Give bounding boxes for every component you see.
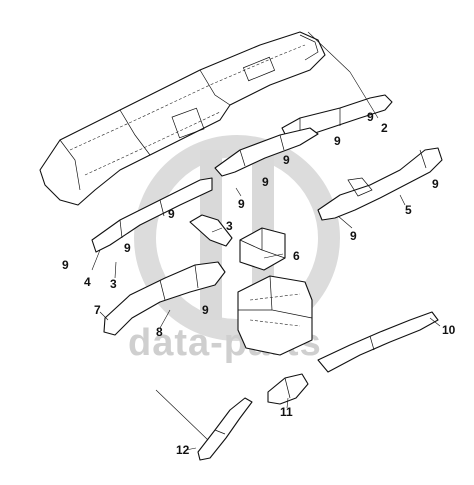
callout-9-left-inner: 9 (124, 241, 131, 255)
part-8-duct (103, 261, 226, 336)
part-6-block (239, 227, 286, 271)
callout-2: 2 (381, 121, 388, 135)
leader-lines (91, 31, 441, 451)
part-3-bracket (189, 214, 233, 247)
callout-6: 6 (293, 249, 300, 263)
callout-9-left-mid: 9 (168, 207, 175, 221)
instrument-panel (39, 31, 326, 206)
callout-9-top-right: 9 (367, 110, 374, 124)
callout-8: 8 (156, 325, 163, 339)
callout-9-lower-left: 9 (202, 303, 209, 317)
part-5-duct (317, 147, 443, 221)
callout-5: 5 (405, 203, 412, 217)
callout-9-right: 9 (432, 177, 439, 191)
callout-10: 10 (442, 323, 456, 337)
hvac-module (237, 275, 313, 356)
callout-9-center-right: 9 (334, 134, 341, 148)
callout-9-left: 9 (62, 258, 69, 272)
part-12-duct (197, 397, 253, 461)
callout-9-lower-right: 9 (350, 229, 357, 243)
callout-4: 4 (84, 275, 91, 289)
callout-9-center-lower: 9 (238, 197, 245, 211)
part-10-duct (317, 311, 439, 373)
callout-9-center-mid: 9 (262, 175, 269, 189)
callout-12: 12 (176, 443, 190, 457)
callout-11: 11 (280, 405, 293, 419)
callout-9-center: 9 (283, 153, 290, 167)
callout-3-center: 3 (226, 219, 233, 233)
callout-7: 7 (94, 303, 101, 317)
left-duct (91, 177, 213, 253)
callout-3-left: 3 (110, 277, 117, 291)
part-11-duct (267, 373, 309, 405)
center-duct (214, 127, 319, 177)
callout-labels: 2 9 9 9 9 9 9 5 9 9 3 6 9 9 4 3 7 9 8 10… (62, 110, 456, 457)
